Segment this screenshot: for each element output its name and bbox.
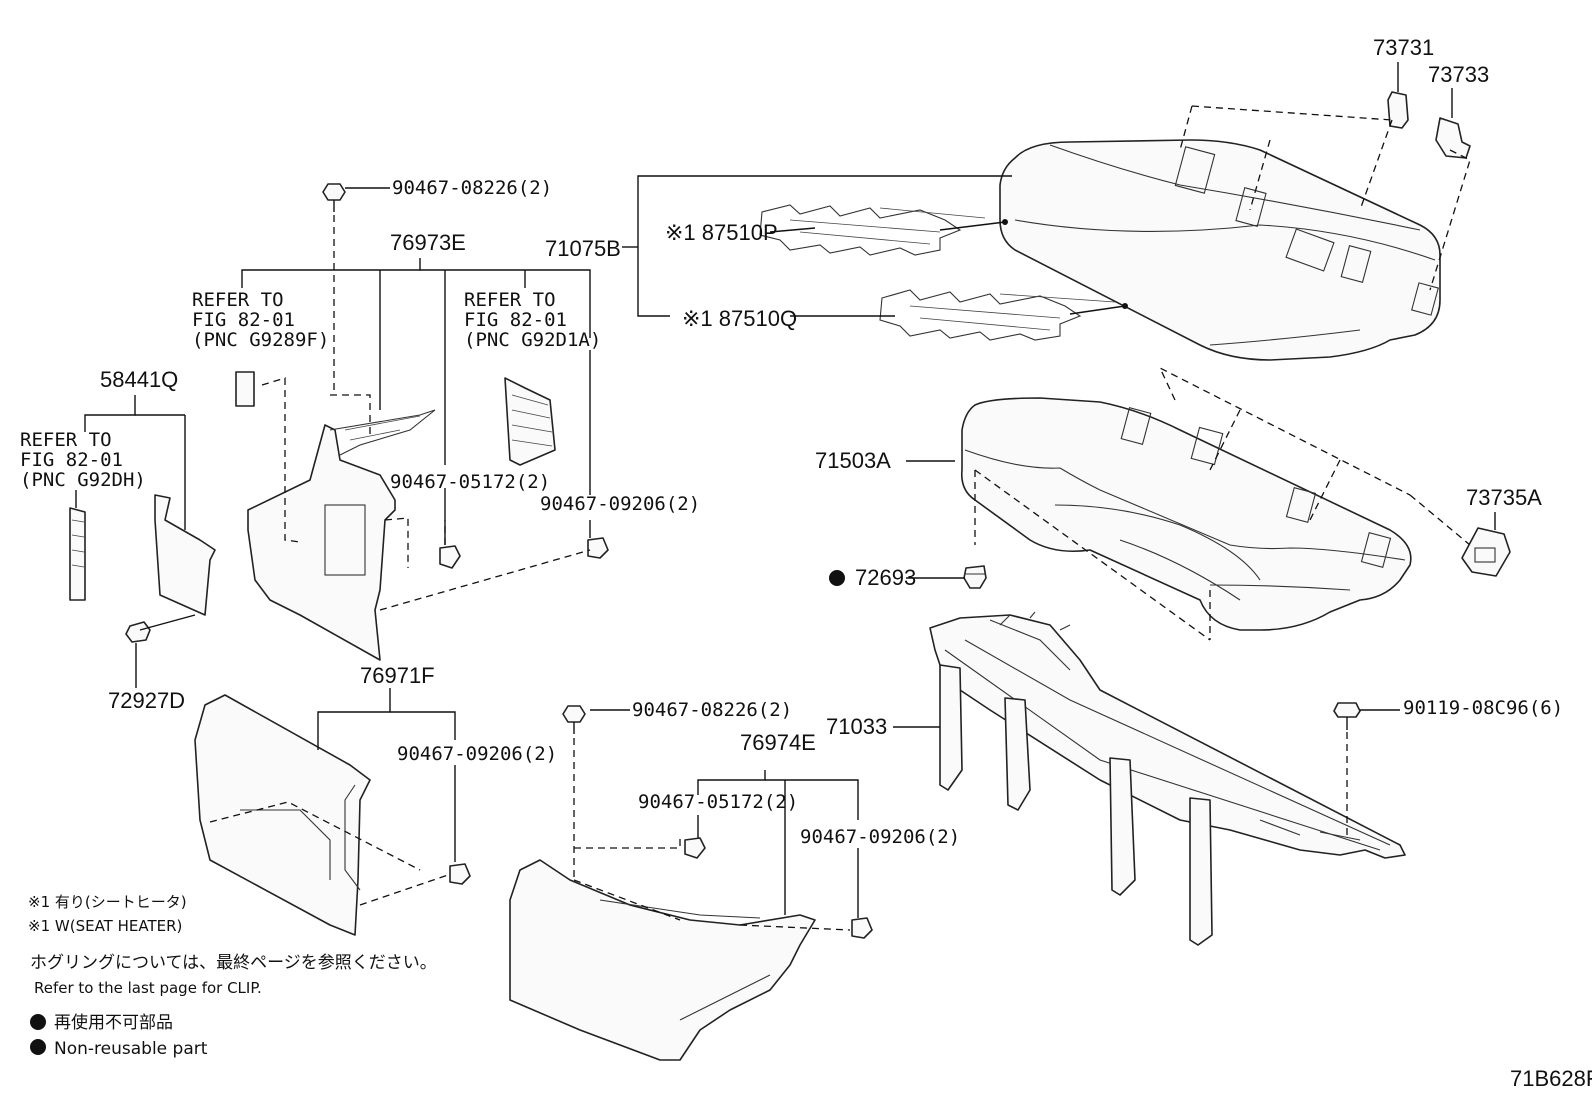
note-seat-heater-jp: ※1 有り(シートヒータ) [28, 893, 187, 911]
clip-90467-08226-mid [562, 705, 586, 734]
note-seat-heater-en: ※1 W(SEAT HEATER) [28, 917, 182, 935]
label-76974E: 76974E [740, 730, 816, 755]
clip-90467-05172-b [684, 837, 706, 859]
label-90467-05172-b: 90467-05172(2) [638, 791, 798, 813]
refer-g92dh-line1: REFER TO [20, 429, 112, 451]
note-nonreusable-en: Non-reusable part [54, 1039, 208, 1059]
label-90467-08226-top: 90467-08226(2) [392, 177, 552, 199]
label-90467-09206-a: 90467-09206(2) [540, 493, 700, 515]
clip-73735A [1461, 527, 1511, 577]
seat-heater-pad-lower [879, 289, 1128, 341]
label-90467-08226-mid: 90467-08226(2) [632, 699, 792, 721]
clip-90467-09206-a [587, 537, 609, 559]
refer-g92dh: REFER TO FIG 82-01 (PNC G92DH) [20, 429, 146, 491]
refer-g92d1a-line2: FIG 82-01 [464, 309, 567, 331]
note-clip-jp: ホグリングについては、最終ページを参照ください。 [30, 953, 437, 973]
refer-g92d1a: REFER TO FIG 82-01 (PNC G92D1A) [464, 289, 601, 351]
label-76971F: 76971F [360, 663, 435, 688]
plate-g9289f [235, 371, 255, 407]
cover-g92d1a [504, 377, 556, 466]
clip-90467-09206-c [851, 917, 873, 939]
side-trim-76974E [509, 859, 816, 1061]
clip-90467-09206-b [449, 863, 471, 885]
clip-90467-08226-top [322, 183, 346, 212]
seat-frame [929, 611, 1406, 946]
refer-g92dh-line3: (PNC G92DH) [20, 469, 146, 491]
bullet-nonreusable-jp [30, 1014, 46, 1030]
bullet-nonreusable-en [30, 1039, 46, 1055]
refer-g9289f: REFER TO FIG 82-01 (PNC G9289F) [192, 289, 329, 351]
label-76973E: 76973E [390, 230, 466, 255]
clip-73733 [1435, 88, 1471, 159]
label-73733: 73733 [1428, 62, 1489, 87]
trim-58441Q [154, 494, 216, 616]
bolt-90119 [1333, 702, 1361, 730]
label-72693: 72693 [855, 565, 916, 590]
label-71503A: 71503A [815, 448, 891, 473]
label-90467-09206-b: 90467-09206(2) [397, 743, 557, 765]
figure-code: 71B628F [1510, 1066, 1592, 1091]
refer-g92d1a-line3: (PNC G92D1A) [464, 329, 601, 351]
label-90467-09206-c: 90467-09206(2) [800, 826, 960, 848]
label-71033: 71033 [826, 714, 887, 739]
clip-72927D [125, 614, 196, 643]
refer-g92d1a-line1: REFER TO [464, 289, 556, 311]
label-58441Q: 58441Q [100, 367, 178, 392]
seat-back-cushion [999, 139, 1441, 361]
label-73735A: 73735A [1466, 485, 1542, 510]
note-clip-en: Refer to the last page for CLIP. [34, 979, 262, 997]
label-72927D: 72927D [108, 688, 185, 713]
refer-g9289f-line1: REFER TO [192, 289, 284, 311]
seat-heater-pad-upper [759, 204, 1008, 256]
side-trim-76971F [194, 694, 371, 936]
label-90119-08C96: 90119-08C96(6) [1403, 697, 1563, 719]
leader-lines [75, 175, 1496, 918]
strip-g92dh [69, 507, 86, 601]
label-71075B: 71075B [545, 236, 621, 261]
refer-g92dh-line2: FIG 82-01 [20, 449, 123, 471]
clip-73731 [1387, 62, 1409, 129]
label-90467-05172-a: 90467-05172(2) [390, 471, 550, 493]
label-187510P: ※1 87510P [665, 220, 778, 245]
clip-72693 [963, 565, 987, 589]
refer-g9289f-line3: (PNC G9289F) [192, 329, 329, 351]
clip-90467-05172-a [439, 545, 461, 569]
side-trim-76973E [247, 409, 436, 661]
refer-g9289f-line2: FIG 82-01 [192, 309, 295, 331]
label-73731: 73731 [1373, 35, 1434, 60]
non-reusable-marker [829, 570, 845, 586]
seat-cushion [960, 397, 1412, 631]
label-187510Q: ※1 87510Q [682, 306, 797, 331]
note-nonreusable-jp: 再使用不可部品 [54, 1012, 173, 1033]
